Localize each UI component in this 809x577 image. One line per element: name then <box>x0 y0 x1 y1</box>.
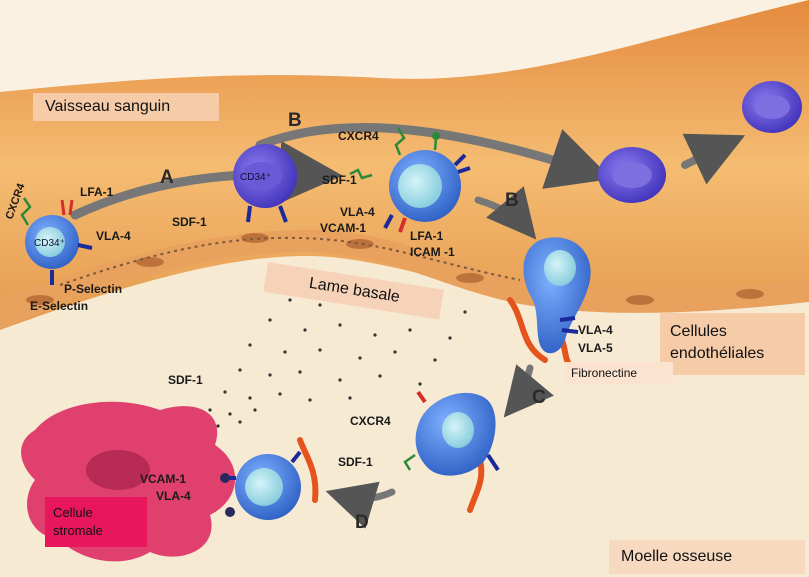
stromal-label-line2: stromale <box>53 522 147 540</box>
endothelial-label-box: Cellules endothéliales <box>660 313 805 375</box>
rolling-cell-nucleus <box>398 164 442 208</box>
step-b-label-right: B <box>505 190 519 211</box>
e-selectin-label: E-Selectin <box>30 299 88 313</box>
endothelial-label-line2: endothéliales <box>670 343 805 365</box>
vessel-label-box: Vaisseau sanguin <box>33 93 219 121</box>
icam1-label-mid: ICAM -1 <box>410 245 455 259</box>
sdf1-ligand-top <box>432 132 440 140</box>
sdf1-label-low: SDF-1 <box>338 455 373 469</box>
step-a-label: A <box>160 167 174 188</box>
vessel-label: Vaisseau sanguin <box>45 98 170 115</box>
vla4-anchor <box>225 507 235 517</box>
homing-cell-nucleus <box>442 412 474 448</box>
fibronectin-label-box: Fibronectine <box>565 362 673 384</box>
sdf1-label-left: SDF-1 <box>172 215 207 229</box>
circulating-cell-2-nucleus <box>754 95 790 119</box>
vla4-label-low: VLA-4 <box>156 489 191 503</box>
lfa1-label-left: LFA-1 <box>80 185 114 199</box>
vla4-label-left: VLA-4 <box>96 229 131 243</box>
sdf1-label-marrow: SDF-1 <box>168 373 203 387</box>
marrow-label-box: Moelle osseuse <box>609 540 805 574</box>
vcam1-anchor <box>220 473 230 483</box>
vcam1-label-low: VCAM-1 <box>140 472 186 486</box>
marrow-label: Moelle osseuse <box>621 548 732 565</box>
vla4-label-right: VLA-4 <box>578 323 613 337</box>
circulating-cell-1-nucleus <box>612 162 652 188</box>
endothelial-label-line1: Cellules <box>670 321 805 343</box>
vla4-label-mid: VLA-4 <box>340 205 375 219</box>
fibronectin-label: Fibronectine <box>571 366 637 380</box>
step-d-label: D <box>355 512 369 533</box>
stromal-label-box: Cellule stromale <box>45 497 147 547</box>
sdf1-label-top: SDF-1 <box>322 173 357 187</box>
step-b-label-top: B <box>288 110 302 131</box>
step-c-label: C <box>532 387 546 408</box>
lodged-cell-nucleus <box>245 468 283 506</box>
stromal-label-line1: Cellule <box>53 504 147 522</box>
p-selectin-label: P-Selectin <box>64 282 122 296</box>
vcam1-label-mid: VCAM-1 <box>320 221 366 235</box>
lfa1-label-mid: LFA-1 <box>410 229 444 243</box>
transmigrating-cell-nucleus <box>544 250 576 286</box>
cd34-label-mid: CD34⁺ <box>240 172 271 183</box>
vla5-label-right: VLA-5 <box>578 341 613 355</box>
cd34-label-left: CD34⁺ <box>34 238 65 249</box>
cxcr4-label-low: CXCR4 <box>350 414 391 428</box>
cxcr4-label-top: CXCR4 <box>338 129 379 143</box>
